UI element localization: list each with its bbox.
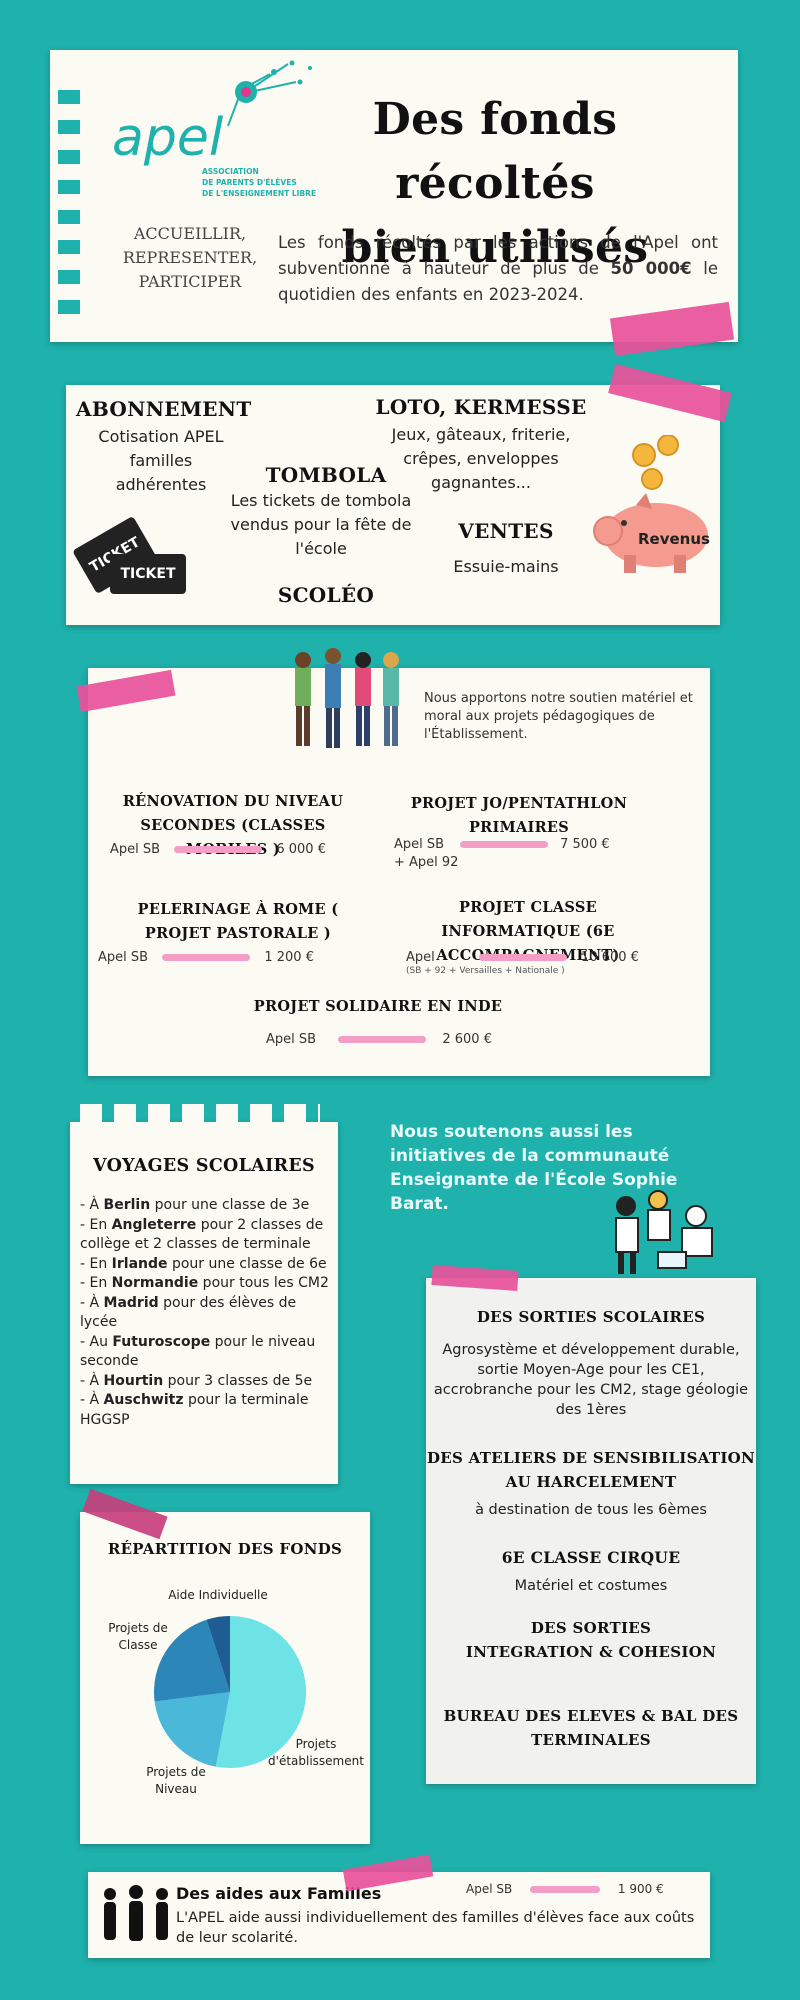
header-panel: apel ASSOCIATION DE PARENTS D'ÉLÈVES DE … [50, 50, 738, 342]
cirque-text: Matériel et costumes [514, 1578, 668, 1594]
abonnement-title: ABONNEMENT [76, 397, 252, 421]
ateliers-title: DES ATELIERS DE SENSIBILISATION AU HARCE… [426, 1449, 756, 1491]
list-item: - À Madrid pour des élèves de lycée [80, 1294, 297, 1331]
amount-bar [174, 846, 263, 853]
intro-paragraph: Les fonds récoltés par les actions de l'… [278, 233, 718, 304]
amount-bar [530, 1886, 601, 1893]
label-projets-niveau: Projets de Niveau [146, 1765, 206, 1796]
pie-slice [154, 1692, 230, 1767]
cirque-title: 6E CLASSE CIRQUE [501, 1548, 681, 1567]
revenue-panel: ABONNEMENT Cotisation APEL familles adhé… [66, 385, 720, 625]
pie-slices [154, 1616, 306, 1768]
loto-text: Jeux, gâteaux, friterie, crêpes, envelop… [391, 425, 571, 492]
torn-edge-decoration [58, 90, 80, 330]
ventes-text: Essuie-mains [453, 557, 559, 576]
aides-title: Des aides aux Familles [176, 1884, 382, 1903]
motto: ACCUEILLIR, REPRESENTER, PARTICIPER [122, 224, 258, 291]
teachers-group-icon [615, 1190, 713, 1274]
intro-amount: 50 000€ [610, 259, 692, 278]
list-item: - À Hourtin pour 3 classes de 5e [80, 1372, 313, 1389]
integration-title: DES SORTIES INTEGRATION & COHESION [465, 1619, 717, 1661]
piggy-bank-icon [593, 435, 708, 573]
projects-panel: Nous apportons notre soutien matériel et… [88, 648, 710, 1076]
ticket-icon: TICKET TICKET [72, 515, 190, 600]
pie-slice [215, 1616, 306, 1768]
ateliers-text: à destination de tous les 6èmes [475, 1502, 707, 1518]
aides-amount-row: Apel SB 1 900 € [466, 1882, 664, 1896]
amount-bar [162, 954, 251, 961]
apel-logo-text: apel [112, 108, 224, 168]
list-item: - Au Futuroscope pour le niveau seconde [80, 1333, 316, 1370]
label-projets-etablissement: Projets d'établissement [268, 1737, 364, 1768]
project-title-pelerinage: PELERINAGE À ROME ( PROJET PASTORALE ) [137, 901, 339, 942]
sorties-text: Agrosystème et développement durable, so… [433, 1342, 749, 1418]
project-title-informatique: PROJET CLASSE INFORMATIQUE (6E ACCOMPAGN… [436, 899, 619, 964]
voyages-title: VOYAGES SCOLAIRES [93, 1156, 315, 1176]
sorties-title: DES SORTIES SCOLAIRES [476, 1308, 706, 1326]
list-item: - En Irlande pour une classe de 6e [80, 1255, 327, 1272]
scoleo-title: SCOLÉO [277, 583, 375, 607]
amount-bar [338, 1036, 427, 1043]
voyages-panel: VOYAGES SCOLAIRES - À Berlin pour une cl… [70, 1104, 338, 1484]
abonnement-text: Cotisation APEL familles adhérentes [98, 427, 224, 494]
page-title: Des fonds récoltés bien utilisés [341, 94, 649, 273]
label-projets-classe: Projets de Classe [108, 1621, 168, 1652]
tombola-title: TOMBOLA [265, 463, 387, 487]
initiatives-text: Nous soutenons aussi les initiatives de … [390, 1122, 678, 1214]
project-amount-row: Apel 10 600 € [406, 950, 639, 965]
list-item: - En Angleterre pour 2 classes de collèg… [80, 1216, 324, 1253]
amount-bar [460, 841, 549, 848]
initiatives-panel: DES SORTIES SCOLAIRES Agrosystème et dév… [426, 1278, 756, 1784]
aides-panel: Des aides aux Familles L'APEL aide aussi… [88, 1872, 710, 1958]
project-payer-note: (SB + 92 + Versailles + Nationale ) [406, 966, 565, 976]
list-item: - À Berlin pour une classe de 3e [80, 1197, 310, 1213]
project-amount-row: Apel SB 1 200 € [98, 950, 314, 965]
piggy-label: Revenus [638, 530, 710, 548]
ventes-title: VENTES [458, 519, 554, 543]
projects-intro: Nous apportons notre soutien matériel et… [424, 691, 693, 742]
project-title-inde: PROJET SOLIDAIRE EN INDE [253, 998, 503, 1015]
amount-bar [478, 954, 567, 961]
list-item: - En Normandie pour tous les CM2 [80, 1275, 329, 1291]
repartition-panel: RÉPARTITION DES FONDS Aide Individuelle … [80, 1512, 370, 1844]
project-amount-row: Apel SB 6 000 € [110, 842, 326, 857]
apel-logo-subtitle: ASSOCIATION DE PARENTS D'ÉLÈVES DE L'ENS… [202, 167, 317, 198]
pie-slice [206, 1616, 230, 1692]
tombola-text: Les tickets de tombola vendus pour la fê… [230, 491, 412, 558]
label-aide-individuelle: Aide Individuelle [168, 1588, 268, 1602]
torn-edge-decoration [80, 1104, 320, 1122]
project-title-jo: PROJET JO/PENTATHLON PRIMAIRES [410, 795, 628, 836]
family-group-icon [104, 1885, 168, 1941]
repartition-title: RÉPARTITION DES FONDS [107, 1540, 343, 1558]
bureau-title: BUREAU DES ELEVES & BAL DES TERMINALES [443, 1707, 739, 1749]
project-amount-row: Apel SB 2 600 € [266, 1032, 492, 1047]
pie-slice [154, 1619, 230, 1702]
list-item: - À Auschwitz pour la terminale HGGSP [80, 1392, 309, 1428]
voyages-list: - À Berlin pour une classe de 3e - En An… [80, 1196, 330, 1430]
loto-title: LOTO, KERMESSE [375, 395, 587, 419]
pie-chart [154, 1616, 306, 1768]
aides-text: L'APEL aide aussi individuellement des f… [176, 1910, 695, 1946]
students-group-icon [295, 648, 399, 748]
flower-logo-icon [227, 60, 312, 127]
